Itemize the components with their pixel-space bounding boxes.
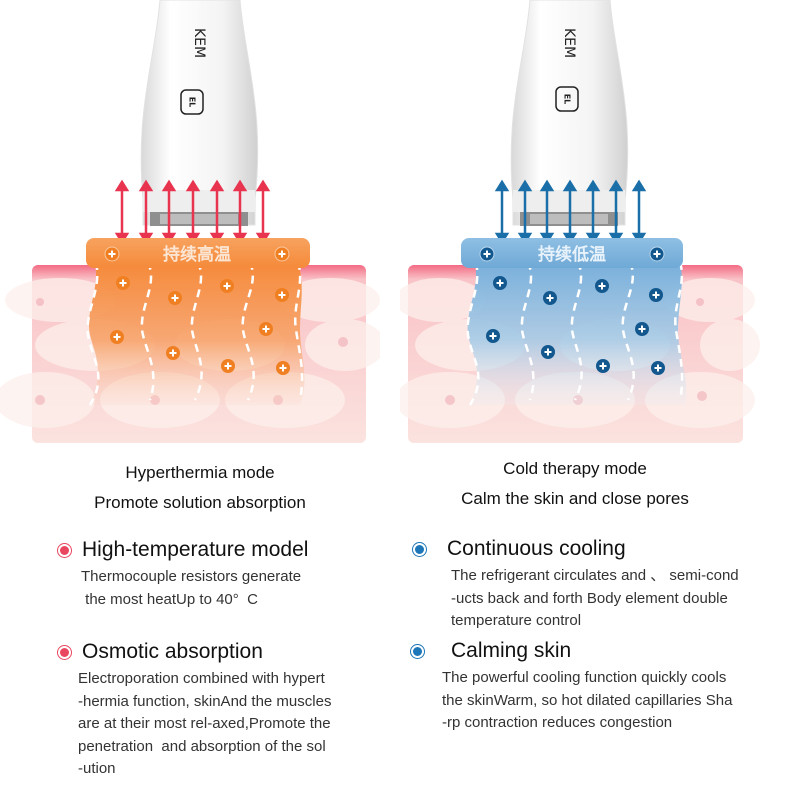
hot-band-label: 持续高温 bbox=[163, 244, 231, 265]
hot-mode-caption: Hyperthermia mode Promote solution absor… bbox=[30, 458, 370, 518]
device-el-button bbox=[555, 86, 579, 112]
feature-description: Electroporation combined with hypert -he… bbox=[78, 670, 332, 777]
blue-bullet-icon bbox=[410, 643, 425, 659]
red-bullet-icon bbox=[57, 542, 72, 558]
feature-description: The refrigerant circulates and 、 semi-co… bbox=[451, 567, 739, 629]
blue-bullet-icon bbox=[412, 541, 427, 557]
feature-title: High-temperature model bbox=[82, 538, 309, 561]
positive-ion-icons bbox=[486, 276, 665, 375]
red-bullet-icon bbox=[57, 644, 72, 660]
heat-flow-region bbox=[88, 262, 305, 405]
feature-calming-skin: Calming skin The powerful cooling functi… bbox=[410, 639, 732, 735]
feature-title: Continuous cooling bbox=[447, 537, 626, 560]
cold-band bbox=[461, 238, 683, 268]
feature-osmotic-absorption: Osmotic absorption Electroporation combi… bbox=[57, 640, 331, 781]
hot-band bbox=[86, 238, 310, 268]
cold-mode-illustration: KEM EL 持续低温 bbox=[400, 0, 780, 450]
cold-mode-title: Cold therapy mode bbox=[503, 459, 647, 478]
cold-flow-region bbox=[467, 262, 687, 405]
positive-ion-icons bbox=[110, 276, 290, 375]
cold-mode-subtitle: Calm the skin and close pores bbox=[461, 489, 689, 508]
band-ion-icons bbox=[104, 246, 290, 262]
band-ion-icons bbox=[479, 246, 665, 262]
cold-band-label: 持续低温 bbox=[538, 244, 606, 265]
hot-illustration-svg: KEM EL 持续高温 bbox=[0, 0, 380, 443]
feature-description: The powerful cooling function quickly co… bbox=[442, 669, 733, 731]
beauty-device: KEM EL bbox=[140, 0, 259, 226]
beauty-device: KEM EL bbox=[510, 0, 629, 226]
feature-continuous-cooling: Continuous cooling The refrigerant circu… bbox=[412, 537, 739, 633]
feature-title: Calming skin bbox=[451, 639, 572, 662]
cold-illustration-svg: KEM EL 持续低温 bbox=[400, 0, 760, 443]
feature-title: Osmotic absorption bbox=[82, 640, 263, 663]
device-logo: KEM bbox=[191, 28, 207, 58]
hot-mode-subtitle: Promote solution absorption bbox=[94, 493, 306, 512]
svg-text:EL: EL bbox=[188, 97, 197, 108]
flow-dashed-lines bbox=[466, 261, 684, 406]
feature-description: Thermocouple resistors generate the most… bbox=[81, 568, 302, 608]
hot-mode-illustration: KEM EL 持续高温 bbox=[0, 0, 380, 450]
device-logo: KEM bbox=[561, 28, 577, 58]
flow-dashed-lines bbox=[86, 261, 304, 406]
device-el-button bbox=[180, 89, 204, 115]
feature-high-temperature: High-temperature model Thermocouple resi… bbox=[57, 538, 308, 611]
svg-text:EL: EL bbox=[563, 94, 572, 105]
cold-mode-caption: Cold therapy mode Calm the skin and clos… bbox=[405, 454, 745, 514]
hot-mode-title: Hyperthermia mode bbox=[125, 463, 275, 482]
